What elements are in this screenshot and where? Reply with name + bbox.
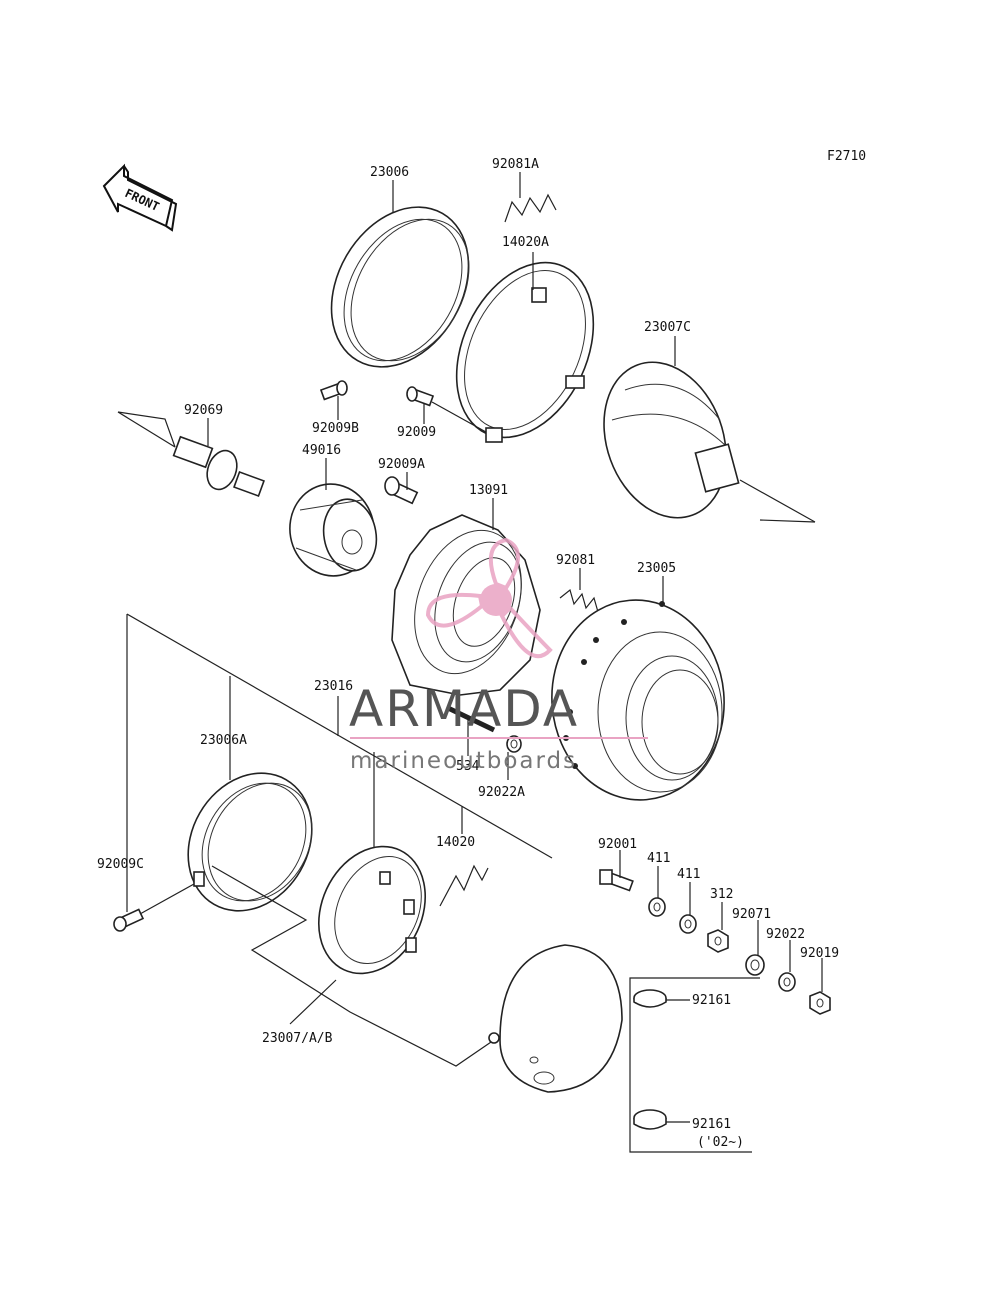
grommet-92161b [633, 1109, 667, 1130]
nut-312 [707, 929, 729, 953]
figure-code: F2710 [827, 149, 866, 164]
label-92022A: 92022A [478, 785, 525, 800]
label-92081A: 92081A [492, 157, 539, 172]
label-23016: 23016 [314, 679, 353, 694]
rear-housing-23007C [603, 361, 816, 523]
spring-clip-92081A [504, 193, 557, 223]
bulb-92069 [117, 411, 265, 497]
label-92001: 92001 [598, 837, 637, 852]
screw-92009 [406, 386, 487, 433]
washer-92022 [778, 972, 796, 992]
reflector-plate-13091 [391, 514, 541, 696]
label-14020: 14020 [436, 835, 475, 850]
label-92022: 92022 [766, 927, 805, 942]
label-14020A: 14020A [502, 235, 549, 250]
label-23006: 23006 [370, 165, 409, 180]
label-23005: 23005 [637, 561, 676, 576]
dome-cover [488, 944, 623, 1093]
label-23007AB: 23007/A/B [262, 1031, 333, 1046]
rim-ring-23006 [330, 206, 470, 368]
bracket-ring-14020A [455, 261, 595, 443]
label-312: 312 [710, 887, 733, 902]
label-49016: 49016 [302, 443, 341, 458]
cap-49016 [289, 483, 378, 577]
grommet-92161a [633, 989, 667, 1008]
front-arrow-icon: FRONT [102, 163, 178, 232]
nut-92019 [809, 991, 831, 1015]
rim-ring-23006A [187, 772, 313, 912]
label-92069: 92069 [184, 403, 223, 418]
label-92161a: 92161 [692, 993, 731, 1008]
main-housing-23005 [551, 599, 725, 801]
label-92009B: 92009B [312, 421, 359, 436]
armada-logo-icon [425, 537, 553, 659]
label-92019: 92019 [800, 946, 839, 961]
label-92071: 92071 [732, 907, 771, 922]
bolt-92001 [599, 869, 634, 892]
lens-housing-23007AB [317, 845, 427, 975]
collar-92071 [745, 954, 765, 976]
label-92161b-note: ('02~) [697, 1135, 744, 1150]
washer-411b [679, 914, 697, 934]
screw-92009C [113, 883, 195, 932]
washer-92022A [506, 735, 522, 753]
label-534: 534 [456, 759, 480, 774]
watermark-brand: ARMADA [349, 680, 579, 738]
washer-411a [648, 897, 666, 917]
label-13091: 13091 [469, 483, 508, 498]
label-23006A: 23006A [200, 733, 247, 748]
label-411b: 411 [677, 867, 700, 882]
label-92009A: 92009A [378, 457, 425, 472]
label-92009: 92009 [397, 425, 436, 440]
label-92081: 92081 [556, 553, 595, 568]
screw-92009B [319, 380, 348, 401]
label-23007C: 23007C [644, 320, 691, 335]
watermark-tagline: marineoutboards [350, 748, 577, 774]
label-92161b: 92161 [692, 1117, 731, 1132]
spring-bracket-14020 [439, 864, 489, 907]
spring-92081 [559, 588, 599, 613]
label-92009C: 92009C [97, 857, 144, 872]
label-411a: 411 [647, 851, 670, 866]
pin-534 [446, 705, 496, 733]
bolt-92009A [384, 476, 419, 505]
